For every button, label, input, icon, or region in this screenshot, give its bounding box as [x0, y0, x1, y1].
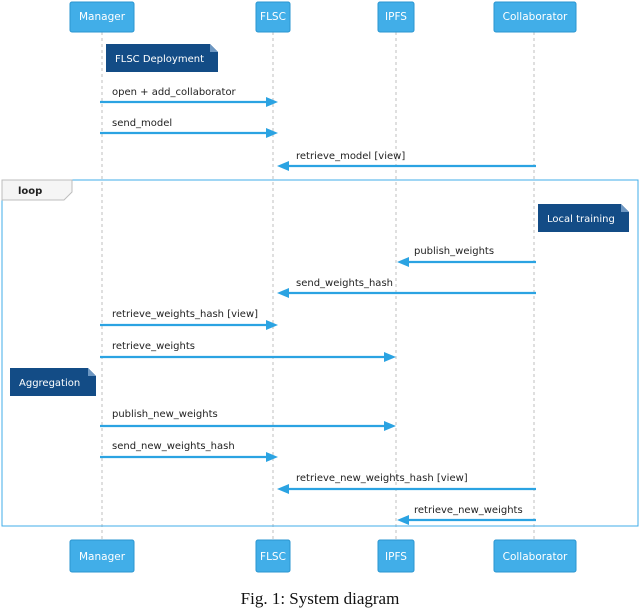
participant-label: FLSC [260, 551, 286, 563]
note-label: Aggregation [19, 378, 80, 389]
loop-frame-tab [1, 179, 73, 201]
note-aggregation: Aggregation [10, 368, 96, 396]
message-publish-new-weights: publish_new_weights [100, 409, 396, 431]
participant-flsc-top: FLSC [255, 1, 291, 33]
message-label: retrieve_new_weights_hash [view] [296, 473, 468, 484]
message-label: send_weights_hash [296, 278, 393, 289]
participants-bottom: Manager FLSC IPFS Collaborator [69, 539, 577, 573]
note-label: FLSC Deployment [115, 54, 204, 65]
message-label: retrieve_weights [112, 341, 195, 352]
messages: open + add_collaborator send_model retri… [100, 87, 536, 525]
message-label: publish_weights [414, 246, 494, 257]
participant-manager-top: Manager [69, 1, 135, 33]
loop-frame: loop [1, 179, 639, 527]
participant-label: FLSC [260, 11, 286, 23]
message-open-add-collaborator: open + add_collaborator [100, 87, 278, 107]
message-retrieve-weights: retrieve_weights [100, 341, 396, 362]
note-label: Local training [547, 214, 615, 225]
message-retrieve-new-weights-hash-view: retrieve_new_weights_hash [view] [277, 473, 536, 494]
participant-ipfs-top: IPFS [377, 1, 415, 33]
message-label: send_new_weights_hash [112, 441, 235, 452]
participant-manager-bottom: Manager [69, 539, 135, 573]
participant-collaborator-bottom: Collaborator [493, 539, 577, 573]
note-flsc-deployment: FLSC Deployment [106, 44, 218, 72]
participant-label: Manager [79, 11, 126, 23]
message-publish-weights: publish_weights [397, 246, 536, 267]
participant-label: Collaborator [503, 551, 568, 563]
message-retrieve-weights-hash-view: retrieve_weights_hash [view] [100, 309, 278, 330]
message-retrieve-model-view: retrieve_model [view] [277, 151, 536, 171]
message-send-model: send_model [100, 118, 278, 138]
message-send-new-weights-hash: send_new_weights_hash [100, 441, 278, 462]
participant-label: IPFS [385, 11, 407, 23]
participant-ipfs-bottom: IPFS [377, 539, 415, 573]
lifelines [101, 32, 535, 540]
message-send-weights-hash: send_weights_hash [277, 278, 536, 298]
participant-collaborator-top: Collaborator [493, 1, 577, 33]
loop-frame-box [1, 179, 639, 527]
participants-top: Manager FLSC IPFS Collaborator [69, 1, 577, 33]
figure-caption: Fig. 1: System diagram [240, 589, 400, 608]
participant-label: Manager [79, 551, 126, 563]
message-label: send_model [112, 118, 172, 129]
note-local-training: Local training [538, 204, 629, 232]
message-label: open + add_collaborator [112, 87, 237, 98]
participant-label: IPFS [385, 551, 407, 563]
message-label: retrieve_new_weights [414, 505, 523, 516]
loop-frame-label: loop [18, 186, 42, 197]
participant-label: Collaborator [503, 11, 568, 23]
message-label: retrieve_model [view] [296, 151, 405, 162]
message-label: publish_new_weights [112, 409, 218, 420]
message-retrieve-new-weights: retrieve_new_weights [397, 505, 536, 525]
message-label: retrieve_weights_hash [view] [112, 309, 258, 320]
participant-flsc-bottom: FLSC [255, 539, 291, 573]
